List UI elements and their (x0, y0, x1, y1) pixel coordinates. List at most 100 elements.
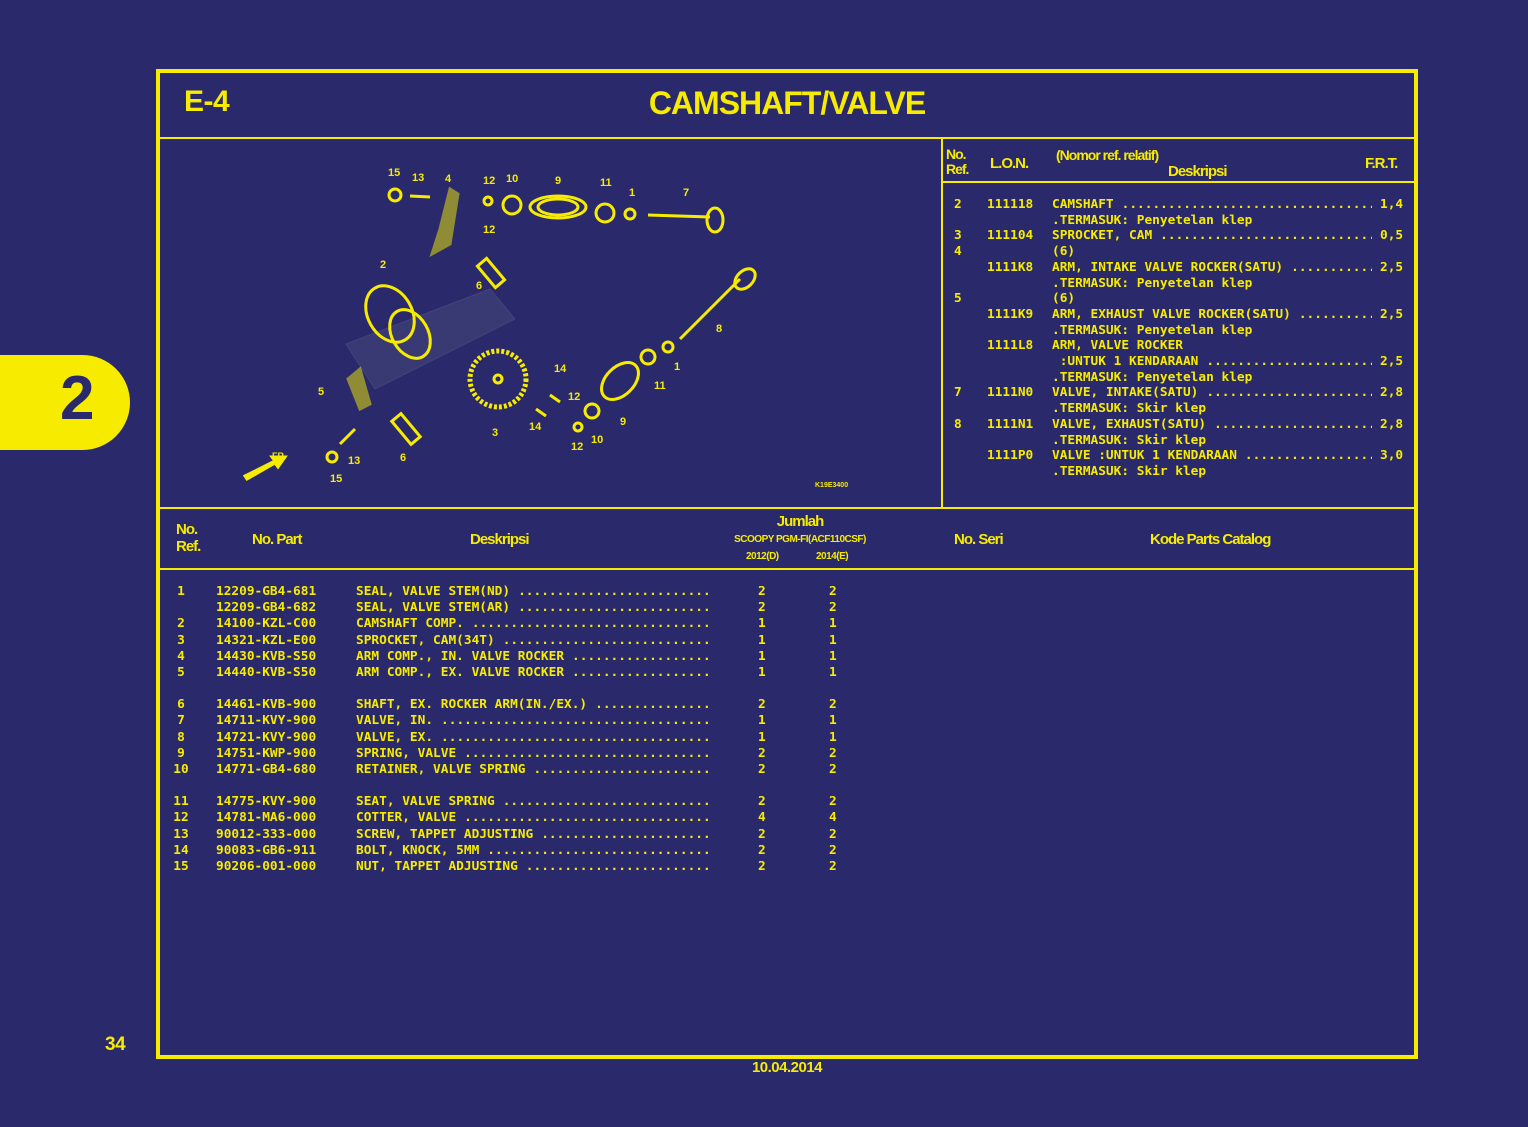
parts-table-row[interactable]: 12209-GB4-682 SEAL, VALVE STEM(AR).......… (160, 600, 860, 616)
qty-2012: 2 (758, 794, 766, 810)
part-number[interactable]: 14711-KVY-900 (216, 713, 317, 729)
part-number[interactable]: 14771-GB4-680 (216, 762, 317, 777)
qty-2012: 2 (758, 600, 766, 616)
part-number[interactable]: 90083-GB6-911 (216, 842, 317, 858)
part-number[interactable]: 14100-KZL-C00 (216, 616, 317, 632)
frt-header-lon: L.O.N. (990, 155, 1029, 172)
part-number[interactable]: 14321-KZL-E00 (216, 632, 317, 648)
part-number[interactable]: 12209-GB4-681 (216, 584, 317, 599)
divider (160, 137, 1414, 139)
qty-2012: 2 (758, 762, 766, 777)
ref-number: 8 (177, 729, 185, 745)
ref-number: 11 (173, 794, 189, 810)
description: .TERMASUK: Skir klep (1052, 463, 1207, 479)
frt-value: 2,8 (1380, 416, 1404, 432)
callout-label: 12 (483, 175, 496, 187)
callout-label: 1 (674, 361, 681, 373)
description: SHAFT, EX. ROCKER ARM(IN./EX.) (356, 697, 588, 713)
ref-number: 6 (177, 697, 185, 713)
description: ARM, INTAKE VALVE ROCKER(SATU) (1052, 259, 1284, 275)
lon-code: 1111P0 (987, 448, 1034, 464)
qty-2014: 2 (829, 859, 837, 874)
callout-label: 13 (348, 455, 361, 467)
frt-table-row: 4(6) (944, 244, 1409, 260)
qty-2014: 4 (829, 810, 837, 826)
leader-dots: ........................................… (487, 842, 712, 858)
frt-value: 3,0 (1380, 448, 1404, 464)
qty-2012: 2 (758, 859, 766, 874)
leader-dots: ........................................… (518, 600, 712, 616)
part-number[interactable]: 14775-KVY-900 (216, 794, 317, 810)
frt-header-relative: (Nomor ref. relatif) (1056, 147, 1159, 163)
lon-code: 1111L8 (987, 338, 1034, 354)
qty-2012: 2 (758, 697, 766, 713)
description: ARM COMP., IN. VALVE ROCKER (356, 648, 565, 664)
description: SPROCKET, CAM(34T) (356, 632, 495, 648)
qty-2012: 1 (758, 729, 766, 745)
section-tab-number: 2 (60, 364, 95, 433)
qty-2014: 2 (829, 584, 837, 599)
frt-table-row: .TERMASUK: Penyetelan klep (944, 323, 1409, 339)
leader-dots: ........................................… (518, 584, 712, 599)
frt-value: 0,5 (1380, 228, 1404, 244)
part-number[interactable]: 90206-001-000 (216, 859, 317, 874)
leader-dots: ........................................… (1206, 354, 1372, 369)
description: SPRING, VALVE (356, 745, 457, 761)
description: CAMSHAFT (1052, 197, 1114, 212)
part-number[interactable]: 14461-KVB-900 (216, 697, 317, 713)
description: .TERMASUK: Penyetelan klep (1052, 212, 1253, 228)
part-number[interactable]: 14440-KVB-S50 (216, 665, 317, 680)
callout-label: 10 (591, 434, 604, 446)
callout-label: 7 (683, 187, 690, 199)
qty-2012: 1 (758, 616, 766, 632)
parts-header-model: SCOOPY PGM-FI(ACF110CSF) (734, 534, 866, 545)
part-number[interactable]: 14751-KWP-900 (216, 745, 317, 761)
description: NUT, TAPPET ADJUSTING (356, 859, 518, 874)
callout-label: 2 (380, 259, 387, 271)
part-number[interactable]: 90012-333-000 (216, 826, 317, 842)
part-number[interactable]: 14781-MA6-000 (216, 810, 317, 826)
description: VALVE, EXHAUST(SATU) (1052, 416, 1207, 432)
part-number[interactable]: 14721-KVY-900 (216, 729, 317, 745)
qty-2014: 2 (829, 697, 837, 713)
callout-label: 13 (412, 172, 425, 184)
callout-label: 11 (654, 380, 666, 392)
parts-table-row[interactable]: 6 14461-KVB-900 SHAFT, EX. ROCKER ARM(IN./… (160, 697, 860, 713)
callout-label: 12 (571, 441, 584, 453)
frt-header-ref: No. Ref. (946, 146, 969, 177)
exploded-diagram: 15 13 4 12 10 9 11 1 7 12 2 6 8 14 1 11 … (160, 139, 940, 507)
leader-dots: ........................................… (595, 697, 712, 713)
frt-table-row: .TERMASUK: Penyetelan klep (944, 276, 1409, 292)
section-tab[interactable]: 2 (0, 355, 130, 450)
description: SCREW, TAPPET ADJUSTING (356, 826, 534, 842)
divider (160, 568, 1414, 570)
part-number[interactable]: 12209-GB4-682 (216, 600, 317, 616)
description: CAMSHAFT COMP. (356, 616, 464, 632)
qty-2014: 1 (829, 632, 837, 648)
divider (941, 137, 943, 508)
description: VALVE, IN. (356, 713, 434, 729)
description: SEAL, VALVE STEM(AR) (356, 600, 511, 616)
qty-2012: 2 (758, 745, 766, 761)
frt-table-row: .TERMASUK: Skir klep (944, 464, 1409, 480)
qty-2012: 1 (758, 648, 766, 664)
part-number[interactable]: 14430-KVB-S50 (216, 648, 317, 664)
qty-2012: 2 (758, 584, 766, 599)
